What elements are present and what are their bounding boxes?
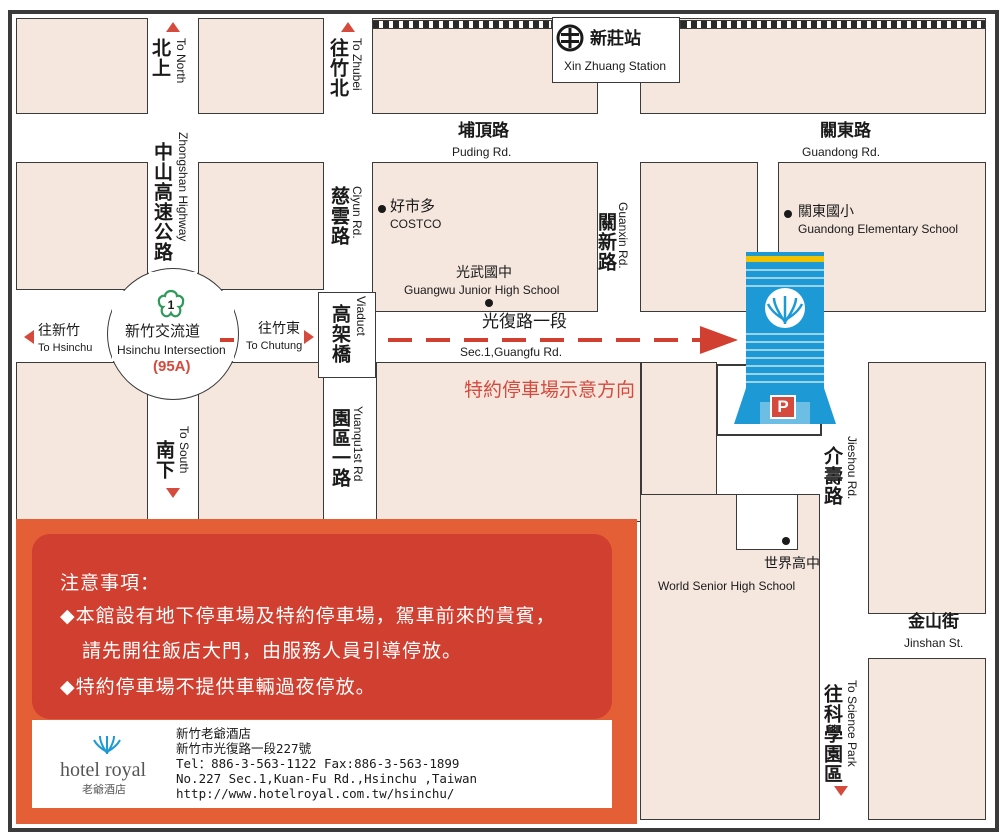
block-low-2: [198, 362, 324, 522]
block-low-1: [16, 362, 148, 522]
highway-shield-number: 1: [168, 298, 175, 312]
highway-shield-icon: 1: [157, 289, 185, 318]
puding-road-en: Puding Rd.: [452, 145, 512, 159]
north-arrow-icon: [166, 22, 180, 32]
parking-direction-label: 特約停車場示意方向: [464, 379, 636, 401]
chutung-arrow-icon: [304, 330, 314, 344]
jinshan-street-en: Jinshan St.: [904, 636, 964, 650]
world-school-marker-icon: [782, 537, 790, 545]
to-chutung-en: To Chutung: [246, 340, 303, 352]
brand-name-zh: 老爺酒店: [82, 783, 126, 796]
world-school-en: World Senior High School: [658, 579, 796, 593]
station-name-zh: 新莊站: [590, 29, 641, 49]
parking-sign-icon: P: [770, 395, 796, 419]
ciyun-road-en: Ciyun Rd.: [350, 186, 364, 239]
block-right-1: [868, 362, 986, 614]
south-arrow-icon: [166, 488, 180, 498]
science-park-arrow-icon: [834, 786, 848, 796]
railway-track-right: [680, 20, 986, 29]
guanxin-road-en: Guanxin Rd.: [616, 202, 630, 269]
guangwu-school-zh: 光武國中: [456, 265, 512, 281]
block-top-2: [198, 18, 324, 114]
contact-phone: Tel：886-3-563-1122 Fax:886-3-563-1899: [176, 756, 460, 771]
block-low-3: [376, 362, 641, 522]
zhongshan-highway-zh: 中山高速公路: [151, 142, 173, 262]
hsinchu-arrow-icon: [24, 330, 34, 344]
block-top-1: [16, 18, 148, 114]
notice-item1-line1: ◆本館設有地下停車場及特約停車場，駕車前來的貴賓，: [60, 605, 556, 627]
to-chutung-zh: 往竹東: [258, 321, 300, 337]
parking-route-arrow: [220, 326, 738, 354]
guandong-school-en: Guandong Elementary School: [798, 222, 959, 236]
notice-title: 注意事項：: [60, 572, 161, 594]
contact-box: [32, 720, 612, 808]
to-hsinchu-zh: 往新竹: [38, 323, 80, 339]
railway-track-left: [372, 20, 552, 29]
block-mid-3: [372, 162, 598, 312]
guandong-school-marker-icon: [784, 210, 792, 218]
viaduct-en: Viaduct: [354, 296, 368, 336]
to-south-zh: 南下: [153, 440, 175, 480]
contact-url[interactable]: http://www.hotelroyal.com.tw/hsinchu/: [176, 786, 455, 801]
costco-marker-icon: [378, 205, 386, 213]
guangwu-school-en: Guangwu Junior High School: [404, 283, 560, 297]
station-name-en: Xin Zhuang Station: [564, 59, 667, 73]
zhongshan-highway-en: Zhongshan Highway: [176, 132, 190, 242]
interchange-name-zh: 新竹交流道: [125, 322, 201, 340]
to-north-en: To North: [174, 38, 188, 84]
world-school-zh: 世界高中: [764, 556, 820, 572]
guandong-road-en: Guandong Rd.: [802, 145, 881, 159]
costco-zh: 好市多: [390, 197, 436, 215]
notice-item2: ◆特約停車場不提供車輛過夜停放。: [60, 676, 376, 698]
to-zhubei-en: To Zhubei: [350, 38, 364, 91]
railway-station-icon: [556, 24, 584, 52]
block-top-4: [640, 18, 986, 114]
jieshou-road-zh: 介壽路: [821, 446, 843, 506]
interchange-name-en: Hsinchu Intersection: [117, 343, 226, 357]
interchange-number: (95A): [153, 358, 191, 375]
yuanqu-road-zh: 園區一路: [329, 408, 351, 488]
brand-name: hotel royal: [60, 759, 147, 781]
contact-name-zh: 新竹老爺酒店: [176, 726, 252, 741]
block-right-2: [868, 658, 986, 820]
contact-address-en: No.227 Sec.1,Kuan-Fu Rd.,Hsinchu ,Taiwan: [176, 771, 478, 786]
viaduct-box: [318, 292, 376, 378]
yuanqu-road-en: Yuanqu1st Rd: [351, 406, 365, 482]
parking-sign-letter: P: [777, 397, 789, 416]
guangfu-road-en: Sec.1,Guangfu Rd.: [460, 345, 563, 359]
guangwu-marker-icon: [485, 299, 493, 307]
to-zhubei-zh: 往竹北: [327, 38, 349, 98]
block-mid-2: [198, 162, 324, 290]
notice-box: [32, 534, 612, 719]
puding-road-zh: 埔頂路: [458, 121, 509, 141]
notice-item1-line2: 請先開往飯店大門，由服務人員引導停放。: [82, 640, 463, 662]
guanxin-road-zh: 關新路: [595, 212, 617, 272]
guandong-school-zh: 關東國小: [798, 204, 854, 220]
contact-address-zh: 新竹市光復路一段227號: [176, 741, 312, 756]
to-north-zh: 北上: [149, 38, 171, 78]
costco-en: COSTCO: [390, 217, 442, 231]
hotel-royal-logo-icon: [93, 735, 121, 754]
block-mid-4: [640, 162, 758, 312]
to-science-park-en: To Science Park: [845, 680, 859, 767]
zhubei-arrow-icon: [341, 22, 355, 32]
guandong-road-zh: 關東路: [820, 121, 871, 141]
block-mid-1: [16, 162, 148, 290]
viaduct-zh: 高架橋: [329, 304, 351, 364]
ciyun-road-zh: 慈雲路: [328, 186, 350, 246]
to-science-park-zh: 往科學園區: [821, 684, 843, 784]
to-hsinchu-en: To Hsinchu: [38, 342, 93, 354]
jieshou-road-en: Jieshou Rd.: [845, 436, 859, 500]
to-south-en: To South: [177, 426, 191, 474]
jinshan-street-zh: 金山街: [908, 612, 959, 632]
guangfu-road-zh: 光復路一段: [482, 312, 567, 332]
